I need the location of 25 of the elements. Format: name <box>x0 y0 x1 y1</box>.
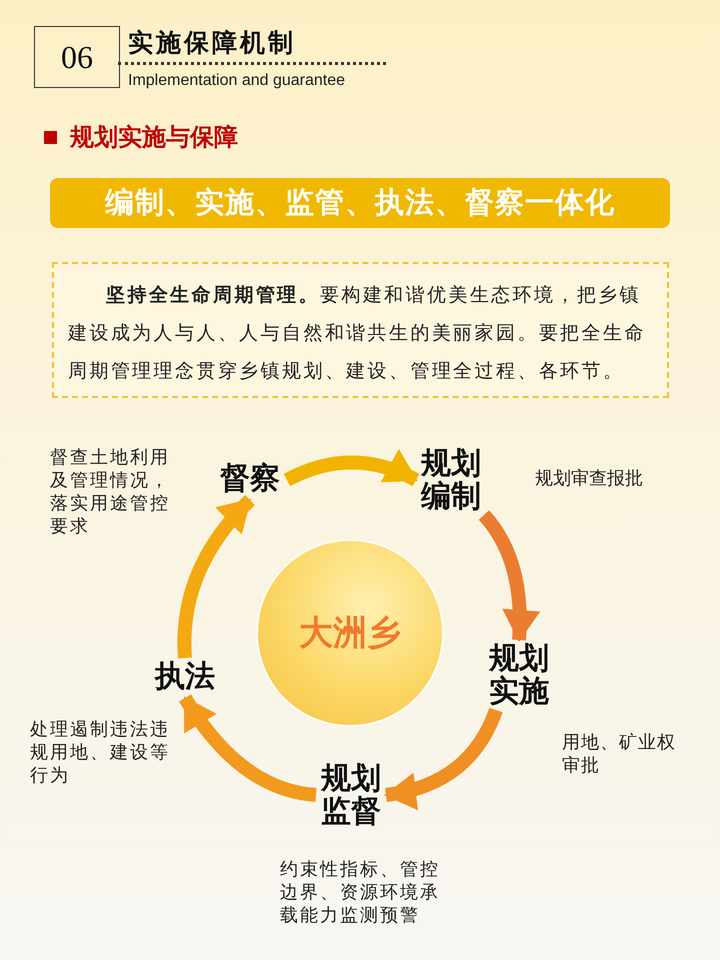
step-label: 执法 <box>155 659 215 694</box>
dashed-text-box <box>52 262 669 398</box>
node-text: 编制、实施、监管、执法、督察一体化 <box>105 184 615 221</box>
step-note: 督查土地利用及管理情况，落实用途管控要求 <box>50 446 171 538</box>
step-note: 用地、矿业权审批 <box>562 731 677 777</box>
step-label: 规划编制 <box>421 446 481 514</box>
curved-arrow <box>478 510 540 642</box>
step-label: 规划实施 <box>489 641 549 709</box>
number-box <box>34 26 120 88</box>
node-text: 坚持全生命周期管理。要构建和谐优美生态环境，把乡镇建设成为人与人、人与自然和谐共生的美丽家园。要把全生命周期管理理念贯穿乡镇规划、建设、管理全过程、各环节。 <box>68 284 646 382</box>
page-title: 实施保障机制 <box>128 27 296 59</box>
step-note: 约束性指标、管控边界、资源环境承载能力监测预警 <box>280 858 441 927</box>
step-label: 规划监督 <box>321 761 381 829</box>
step-note: 处理遏制违法违规用地、建设等行为 <box>30 718 171 787</box>
hub-label: 大洲乡 <box>299 612 401 655</box>
title-banner <box>50 178 670 228</box>
curved-arrow <box>284 450 420 486</box>
curved-arrow <box>384 707 503 810</box>
subtitle: Implementation and guarantee <box>128 72 346 90</box>
curved-arrow <box>179 694 317 802</box>
curved-arrow <box>177 495 256 658</box>
step-label: 督察 <box>220 461 280 496</box>
section-heading: 规划实施与保障 <box>70 122 238 153</box>
step-note: 规划审查报批 <box>535 467 644 490</box>
node-text: 06 <box>61 38 93 76</box>
